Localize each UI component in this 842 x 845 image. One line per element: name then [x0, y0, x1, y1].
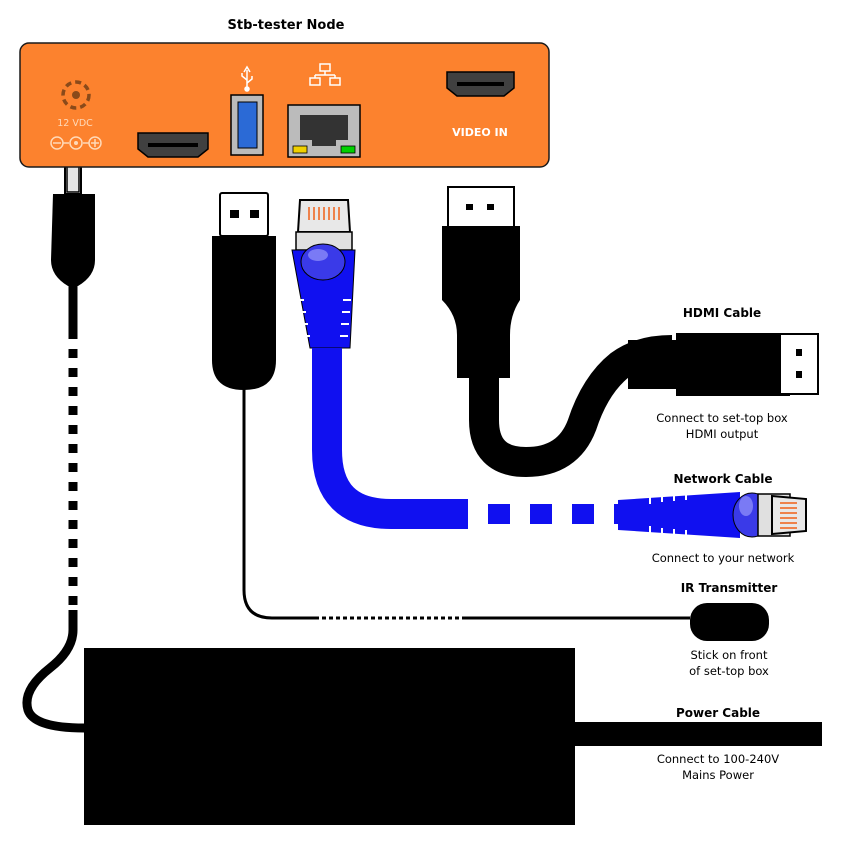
power-dc-cable	[22, 151, 95, 733]
hdmi-cable-note-2: HDMI output	[686, 427, 759, 441]
led-yellow	[292, 145, 308, 154]
node-body	[19, 42, 550, 168]
video-in-port	[446, 71, 515, 97]
ir-transmitter-note-1: Stick on front	[691, 648, 768, 662]
hdmi-out-port	[137, 132, 209, 158]
ir-transmitter-pod	[690, 603, 769, 641]
video-in-label: VIDEO IN	[452, 126, 508, 139]
power-cable-title: Power Cable	[676, 706, 760, 720]
network-icon	[309, 63, 341, 86]
usb-ir-cable	[212, 192, 769, 641]
hdmi-cable-note-1: Connect to set-top box	[656, 411, 788, 425]
power-cable-note-2: Mains Power	[682, 768, 754, 782]
power-cable-note-1: Connect to 100-240V	[657, 752, 779, 766]
power-jack-icon	[61, 80, 91, 110]
usb-icon	[241, 65, 253, 92]
hdmi-cable	[442, 186, 819, 478]
stb-tester-node	[19, 42, 550, 168]
network-cable	[291, 199, 807, 538]
power-brick	[84, 648, 575, 825]
mains-cable	[570, 722, 822, 746]
ir-transmitter-title: IR Transmitter	[681, 581, 778, 595]
network-cable-note: Connect to your network	[652, 551, 795, 565]
ethernet-port	[287, 104, 361, 158]
power-port-label: 12 VDC	[57, 118, 93, 129]
hdmi-cable-title: HDMI Cable	[683, 306, 761, 320]
network-cable-title: Network Cable	[673, 472, 772, 486]
usb-port	[230, 94, 264, 156]
node-title: Stb-tester Node	[228, 18, 345, 33]
led-green	[340, 145, 356, 154]
ir-transmitter-note-2: of set-top box	[689, 664, 769, 678]
power-supply	[84, 648, 822, 825]
polarity-icon	[50, 136, 102, 150]
